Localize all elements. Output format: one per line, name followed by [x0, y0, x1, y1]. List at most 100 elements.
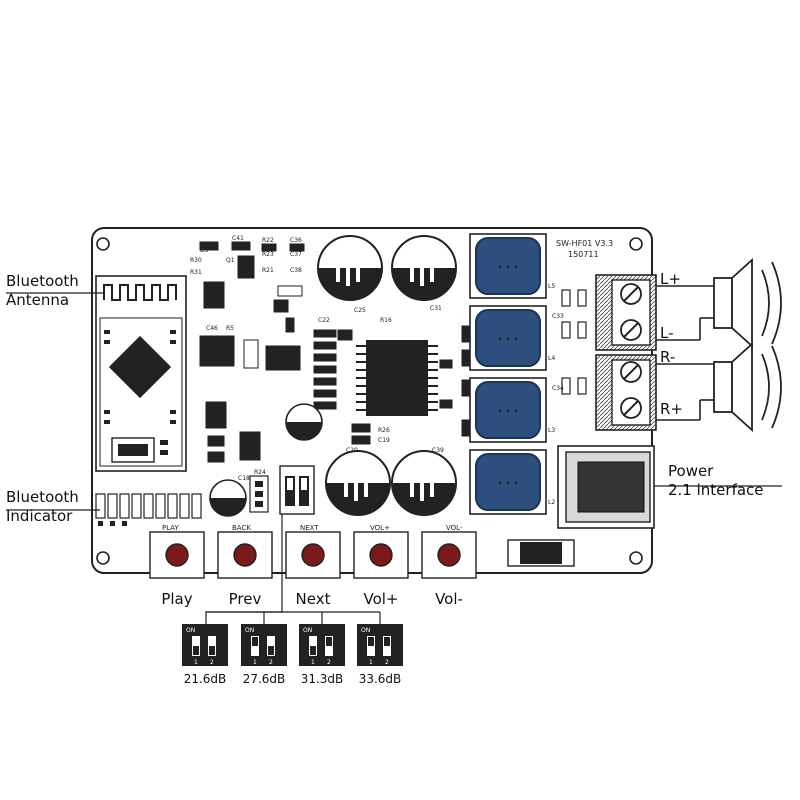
silk-next: NEXT	[300, 524, 319, 532]
button-next[interactable]	[285, 531, 341, 579]
dip-pin-label: 2	[327, 659, 331, 666]
svg-text:C18: C18	[238, 475, 250, 482]
board-date-code: 150711	[568, 250, 599, 259]
svg-text:Q1: Q1	[226, 257, 235, 264]
button-vol-down[interactable]	[421, 531, 477, 579]
dip-gain-33-6	[357, 624, 403, 666]
button-play[interactable]	[149, 531, 205, 579]
power-line1: Power	[668, 462, 714, 480]
dip-on-label: ON	[245, 627, 254, 634]
silk-label: L5	[548, 283, 555, 290]
svg-text:C39: C39	[432, 447, 444, 454]
bluetooth-indicator-line2: Indicator	[6, 507, 73, 525]
svg-text:C25: C25	[354, 307, 366, 314]
dip-pin-label: 2	[210, 659, 214, 666]
svg-text:R24: R24	[254, 469, 266, 476]
dip-pin-label: 1	[311, 659, 315, 666]
antenna-trace	[103, 284, 177, 301]
svg-text:R22: R22	[262, 237, 274, 244]
mounting-hole	[96, 551, 110, 565]
vol-down-label: Vol-	[435, 590, 463, 608]
dip-gain-21-6	[182, 624, 228, 666]
gain-label-27-6: 27.6dB	[242, 672, 286, 686]
capacitor-large	[391, 450, 457, 516]
capacitor-small	[285, 403, 323, 441]
gain-label-33-6: 33.6dB	[358, 672, 402, 686]
speaker-wires	[656, 285, 714, 421]
bluetooth-antenna-line2: Antenna	[6, 291, 70, 309]
fuse	[507, 539, 575, 567]
svg-text:C37: C37	[290, 251, 302, 258]
inductor-l3: • • •	[469, 377, 547, 443]
capacitor-small	[209, 479, 247, 517]
dip-pin-label: 1	[194, 659, 198, 666]
dip-on-label: ON	[186, 627, 195, 634]
vol-up-label: Vol+	[363, 590, 399, 608]
svg-text:C31: C31	[430, 305, 442, 312]
mounting-hole	[629, 237, 643, 251]
speaker-terminal-right	[595, 354, 657, 431]
svg-text:R31: R31	[190, 269, 202, 276]
gain-label-31-3: 31.3dB	[300, 672, 344, 686]
connector-header	[249, 475, 269, 513]
svg-text:C34: C34	[552, 385, 564, 392]
callout-lines	[6, 292, 782, 624]
capacitor-large	[391, 235, 457, 301]
silk-label: L3	[548, 427, 555, 434]
play-label: Play	[161, 590, 193, 608]
dip-gain-27-6	[241, 624, 287, 666]
svg-text:D5: D5	[200, 247, 209, 254]
board-model: SW-HF01 V3.3	[556, 239, 613, 248]
smd-components	[199, 241, 471, 463]
dip-pin-label: 1	[253, 659, 257, 666]
amplifier-ic	[356, 340, 438, 416]
svg-text:C33: C33	[552, 313, 564, 320]
dip-on-label: ON	[361, 627, 370, 634]
component-silk-labels: D5 C41 R22 C36 R30 Q1 R23 C37 R31 R21 C3…	[190, 235, 564, 482]
svg-text:R5: R5	[226, 325, 234, 332]
silk-back: BACK	[232, 524, 251, 532]
svg-text:C22: C22	[318, 317, 330, 324]
power-label: Power 2.1 interface	[668, 462, 764, 500]
silk-label: L2	[548, 499, 555, 506]
silk-label: L4	[548, 355, 555, 362]
dip-gain-31-3	[299, 624, 345, 666]
svg-text:R23: R23	[262, 251, 274, 258]
speaker-right-icon	[713, 341, 782, 433]
silk-play: PLAY	[162, 524, 180, 532]
dip-pin-label: 2	[269, 659, 273, 666]
svg-text:C36: C36	[290, 237, 302, 244]
mounting-hole	[96, 237, 110, 251]
inductor-l2: • • •	[469, 449, 547, 515]
svg-text:C41: C41	[232, 235, 244, 242]
bluetooth-antenna-line1: Bluetooth	[6, 272, 79, 290]
bluetooth-indicator-line1: Bluetooth	[6, 488, 79, 506]
svg-text:• • •: • • •	[497, 335, 519, 345]
bluetooth-indicator-label: Bluetooth Indicator	[6, 488, 79, 526]
svg-text:• • •: • • •	[497, 263, 519, 273]
next-label: Next	[295, 590, 331, 608]
terminal-label-l-minus: L-	[660, 324, 674, 342]
prev-label: Prev	[228, 590, 262, 608]
inductor-l4: • • •	[469, 305, 547, 371]
dip-pin-label: 1	[369, 659, 373, 666]
svg-text:• • •: • • •	[497, 407, 519, 417]
dip-on-label: ON	[303, 627, 312, 634]
bluetooth-chip	[108, 335, 172, 399]
capacitor-large	[325, 450, 391, 516]
svg-text:C38: C38	[290, 267, 302, 274]
svg-text:• • •: • • •	[497, 479, 519, 489]
button-prev[interactable]	[217, 531, 273, 579]
bluetooth-indicator-leds	[95, 493, 202, 519]
bluetooth-antenna-label: Bluetooth Antenna	[6, 272, 79, 310]
terminal-label-r-plus: R+	[660, 400, 683, 418]
power-line2: 2.1 interface	[668, 481, 764, 499]
button-vol-up[interactable]	[353, 531, 409, 579]
terminal-label-r-minus: R-	[660, 348, 676, 366]
mounting-hole	[629, 551, 643, 565]
svg-text:R21: R21	[262, 267, 274, 274]
svg-text:C46: C46	[206, 325, 218, 332]
dip-switch-onboard	[279, 465, 315, 515]
svg-text:C20: C20	[346, 447, 358, 454]
